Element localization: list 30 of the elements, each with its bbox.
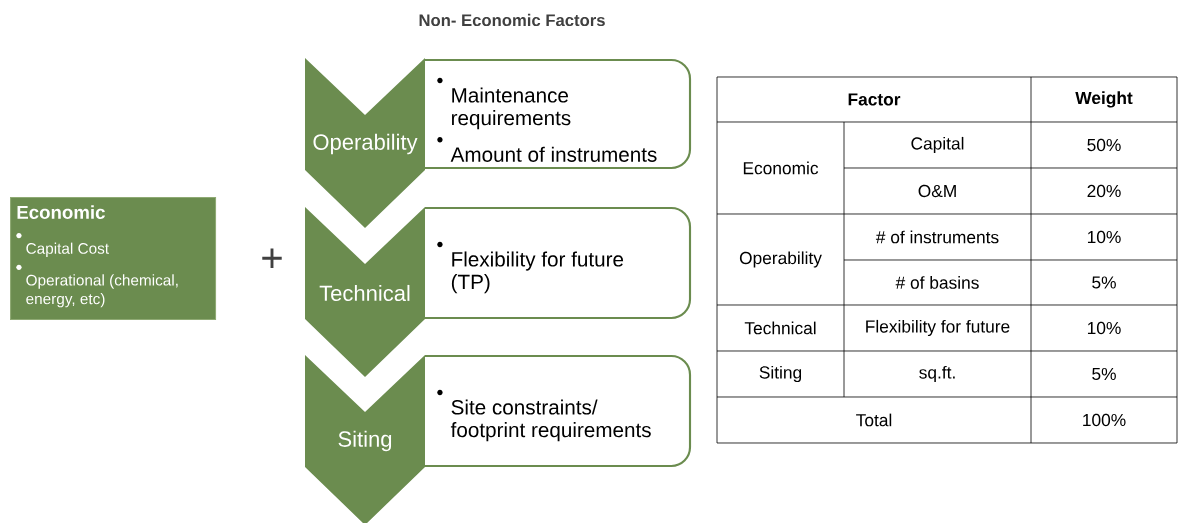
weight-value: 5% xyxy=(1092,276,1116,289)
bullet-box: Site constraints/ footprint requirements xyxy=(425,354,692,468)
weight-value: 10% xyxy=(1088,321,1121,335)
weight-value: 10% xyxy=(1088,230,1121,244)
category-label: Siting xyxy=(759,365,802,383)
factor-box: Economic Capital Cost Operational (chemical, energy, etc) xyxy=(10,197,217,321)
weight-value: 5% xyxy=(1092,367,1116,381)
plus-sign: + xyxy=(262,248,282,268)
table-heading: Weight xyxy=(1075,91,1133,108)
node-label: Flexibility for future (TP) xyxy=(451,251,624,294)
factor-label: # of instruments xyxy=(875,230,999,244)
node-label: Site constraints/ footprint requirements xyxy=(450,399,651,442)
node-label: Amount of instruments xyxy=(450,146,657,162)
factor-label: O&M xyxy=(918,184,956,198)
category-label: Economic xyxy=(743,161,819,175)
category-label: Technical xyxy=(744,321,816,335)
title: Non- Economic Factors xyxy=(419,13,605,27)
node-label: Maintenance requirements xyxy=(451,87,571,130)
weight-value: 20% xyxy=(1087,184,1121,198)
factor-label: # of basins xyxy=(895,276,979,289)
total-label: Total xyxy=(856,413,892,427)
factor-label: Flexibility for future xyxy=(866,319,1010,337)
category-label: Operability xyxy=(739,251,822,268)
factor-label: sq.ft. xyxy=(919,365,955,383)
bullet-box: Flexibility for future (TP) xyxy=(425,206,692,320)
weight-value: 100% xyxy=(1083,413,1126,427)
bullet-box: Maintenance requirements Amount of instruments xyxy=(425,58,692,170)
factor-label: Capital xyxy=(911,136,964,154)
table-heading: Factor xyxy=(848,93,901,106)
weight-value: 50% xyxy=(1087,138,1121,152)
